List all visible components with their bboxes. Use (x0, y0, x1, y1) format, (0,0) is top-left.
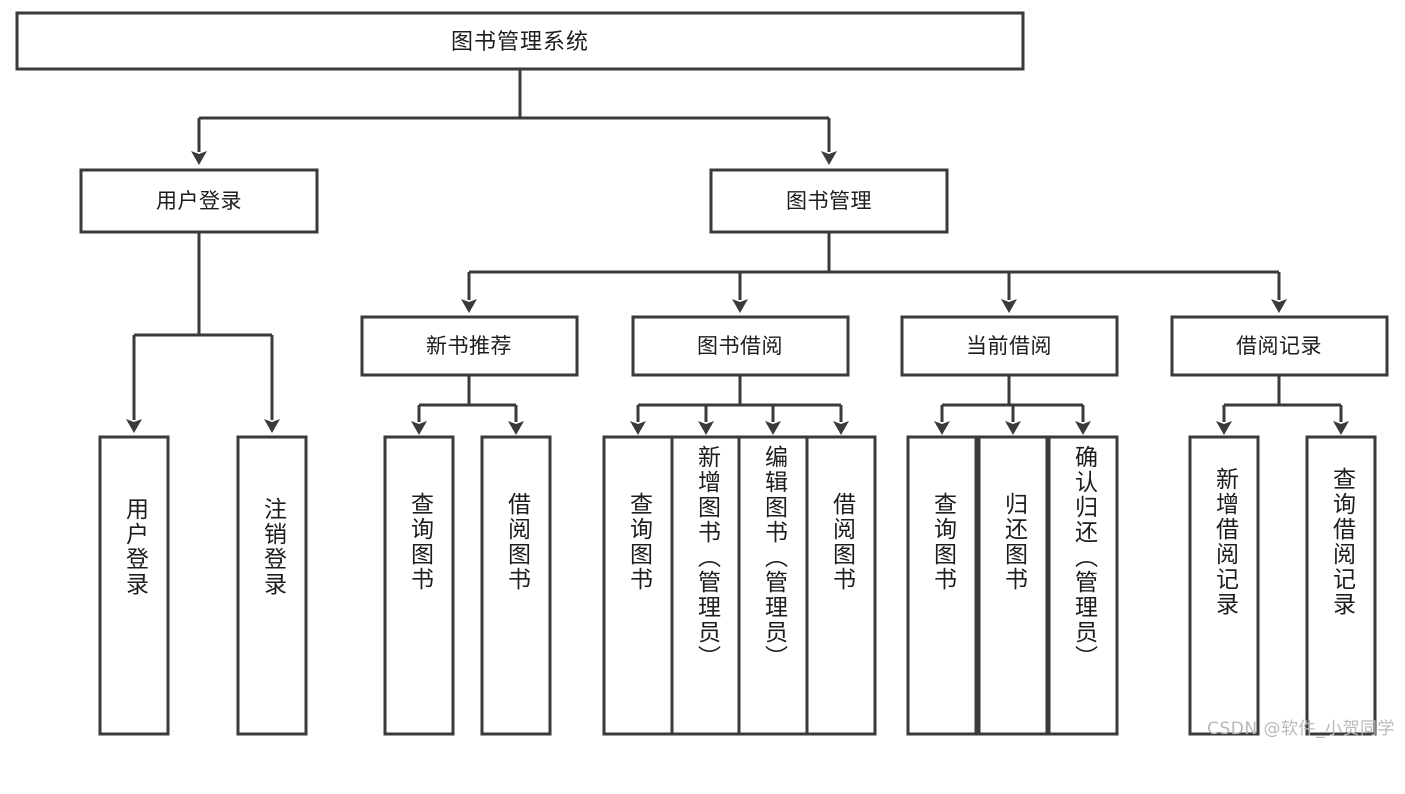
node-leaf-query-book-1-box[interactable] (383, 435, 455, 736)
node-book-manage-box[interactable] (709, 168, 949, 234)
connector-new-book-rec-children (411, 375, 524, 435)
connector-borrow-record-children (1216, 375, 1349, 435)
node-new-book-rec-label: 新书推荐 (426, 334, 512, 358)
node-current-borrow-box[interactable] (900, 315, 1119, 377)
connector-book-borrow-children (630, 375, 849, 435)
node-leaf-edit-book-box[interactable] (737, 435, 809, 736)
connector-current-borrow-children (934, 375, 1091, 435)
diagram-canvas: 图书管理系统 用户登录 图书管理 新书推荐 图书借阅 当前借阅 借阅记录 (15, 11, 1389, 736)
csdn-watermark: CSDN @软件_小贺同学 (1207, 719, 1395, 739)
node-book-borrow[interactable]: 图书借阅 (631, 315, 850, 377)
node-root[interactable]: 图书管理系统 (15, 11, 1025, 71)
node-leaf-borrow-book-1-box[interactable] (480, 435, 552, 736)
node-current-borrow[interactable]: 当前借阅 (900, 315, 1119, 377)
book-management-system-diagram: 图书管理系统 用户登录 图书管理 新书推荐 图书借阅 当前借阅 借阅记录 (15, 11, 1395, 739)
node-user-login-label: 用户登录 (156, 189, 242, 213)
node-book-borrow-label: 图书借阅 (697, 334, 783, 358)
node-leaf-user-logout-box[interactable] (236, 435, 308, 736)
node-borrow-record-box[interactable] (1170, 315, 1389, 377)
connector-root-to-level2 (191, 69, 837, 165)
connector-book-manage-children (461, 232, 1287, 313)
node-root-label: 图书管理系统 (451, 30, 589, 55)
node-leaf-query-book-2-box[interactable] (602, 435, 674, 736)
node-leaf-query-book-3-box[interactable] (906, 435, 978, 736)
node-user-login-box[interactable] (79, 168, 319, 234)
connector-user-login-children (126, 232, 280, 433)
node-book-manage-label: 图书管理 (786, 189, 872, 213)
node-borrow-record[interactable]: 借阅记录 (1170, 315, 1389, 377)
node-book-manage[interactable]: 图书管理 (709, 168, 949, 234)
leaf-boxes (98, 435, 1377, 736)
node-user-login[interactable]: 用户登录 (79, 168, 319, 234)
node-new-book-rec-box[interactable] (360, 315, 579, 377)
node-leaf-borrow-book-2-box[interactable] (805, 435, 877, 736)
node-leaf-user-login-box[interactable] (98, 435, 170, 736)
node-leaf-query-record-box[interactable] (1305, 435, 1377, 736)
node-leaf-add-book-box[interactable] (670, 435, 742, 736)
node-book-borrow-box[interactable] (631, 315, 850, 377)
node-new-book-rec[interactable]: 新书推荐 (360, 315, 579, 377)
node-leaf-return-book-box[interactable] (977, 435, 1049, 736)
node-leaf-confirm-return-box[interactable] (1047, 435, 1119, 736)
node-borrow-record-label: 借阅记录 (1236, 334, 1322, 358)
node-root-box[interactable] (15, 11, 1025, 71)
node-leaf-add-record-box[interactable] (1188, 435, 1260, 736)
node-current-borrow-label: 当前借阅 (966, 334, 1052, 358)
